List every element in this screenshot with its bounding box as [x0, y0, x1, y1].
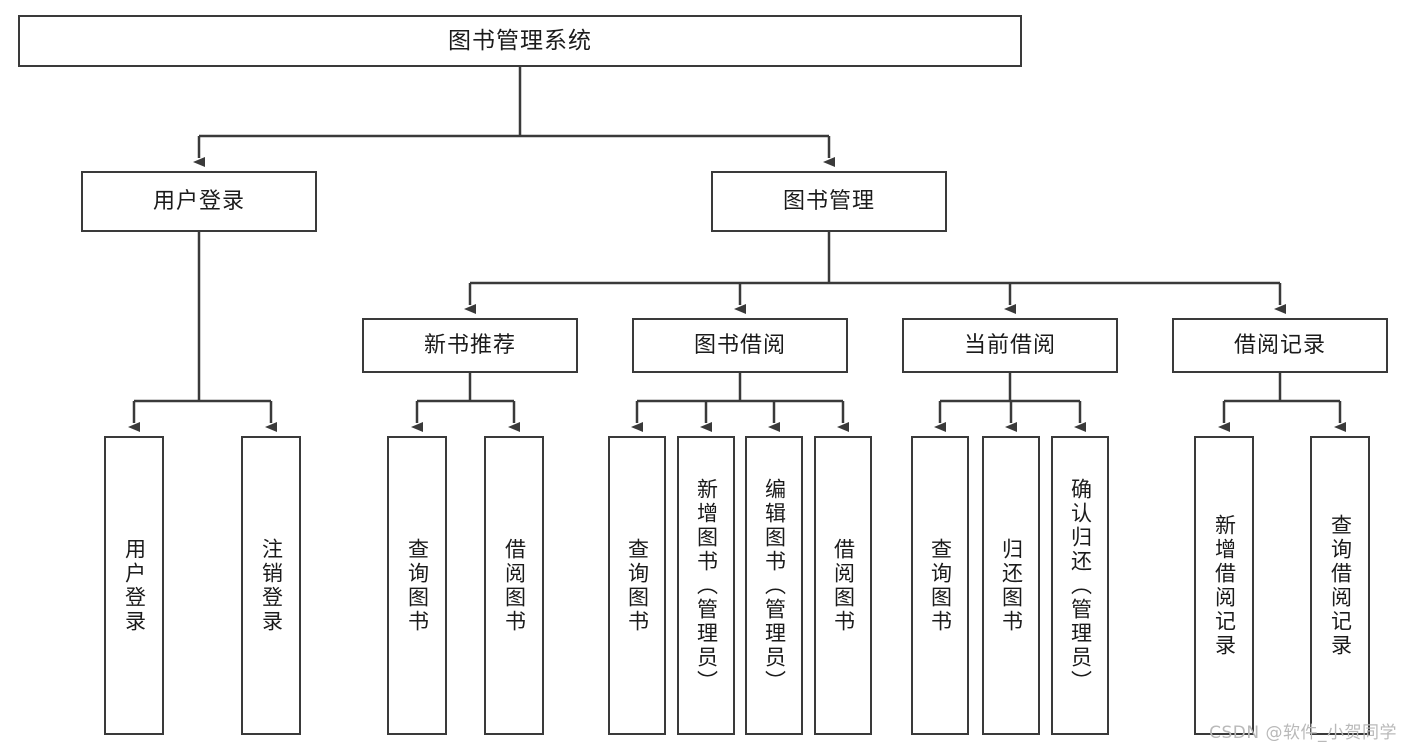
node-current-borrow[interactable]: 当前借阅 [902, 318, 1118, 373]
leaf-user-login[interactable]: 用户登录 [104, 436, 164, 735]
leaf-query-book-2-label: 查询图书 [625, 537, 650, 634]
leaf-query-book-3-label: 查询图书 [928, 537, 953, 634]
leaf-return-book-label: 归还图书 [999, 537, 1024, 634]
node-book-management[interactable]: 图书管理 [711, 171, 947, 232]
leaf-logout-label: 注销登录 [259, 537, 284, 634]
leaf-query-borrow-record-label: 查询借阅记录 [1328, 513, 1353, 658]
node-book-borrow-label: 图书借阅 [693, 332, 786, 358]
node-current-borrow-label: 当前借阅 [963, 332, 1056, 358]
node-borrow-record[interactable]: 借阅记录 [1172, 318, 1388, 373]
leaf-logout[interactable]: 注销登录 [241, 436, 301, 735]
leaf-edit-book-admin-label: 编辑图书（管理员） [762, 477, 787, 694]
leaf-borrow-book-2-label: 借阅图书 [831, 537, 856, 634]
leaf-edit-book-admin[interactable]: 编辑图书（管理员） [745, 436, 803, 735]
leaf-borrow-book-1-label: 借阅图书 [502, 537, 527, 634]
csdn-watermark: CSDN @软件_小贺同学 [1209, 723, 1397, 743]
leaf-add-borrow-record[interactable]: 新增借阅记录 [1194, 436, 1254, 735]
node-root[interactable]: 图书管理系统 [18, 15, 1022, 67]
node-new-book-recommend-label: 新书推荐 [423, 332, 516, 358]
leaf-query-book-2[interactable]: 查询图书 [608, 436, 666, 735]
node-root-label: 图书管理系统 [448, 27, 592, 54]
node-user-login-label: 用户登录 [152, 188, 245, 214]
node-borrow-record-label: 借阅记录 [1233, 332, 1326, 358]
node-user-login[interactable]: 用户登录 [81, 171, 317, 232]
node-book-borrow[interactable]: 图书借阅 [632, 318, 848, 373]
leaf-confirm-return-admin[interactable]: 确认归还（管理员） [1051, 436, 1109, 735]
leaf-query-book-1[interactable]: 查询图书 [387, 436, 447, 735]
leaf-add-borrow-record-label: 新增借阅记录 [1212, 513, 1237, 658]
leaf-return-book[interactable]: 归还图书 [982, 436, 1040, 735]
leaf-confirm-return-admin-label: 确认归还（管理员） [1068, 477, 1093, 694]
leaf-query-borrow-record[interactable]: 查询借阅记录 [1310, 436, 1370, 735]
leaf-user-login-label: 用户登录 [122, 537, 147, 634]
leaf-borrow-book-2[interactable]: 借阅图书 [814, 436, 872, 735]
leaf-query-book-3[interactable]: 查询图书 [911, 436, 969, 735]
node-new-book-recommend[interactable]: 新书推荐 [362, 318, 578, 373]
leaf-borrow-book-1[interactable]: 借阅图书 [484, 436, 544, 735]
leaf-add-book-admin-label: 新增图书（管理员） [694, 477, 719, 694]
node-book-management-label: 图书管理 [782, 188, 875, 214]
leaf-query-book-1-label: 查询图书 [405, 537, 430, 634]
leaf-add-book-admin[interactable]: 新增图书（管理员） [677, 436, 735, 735]
